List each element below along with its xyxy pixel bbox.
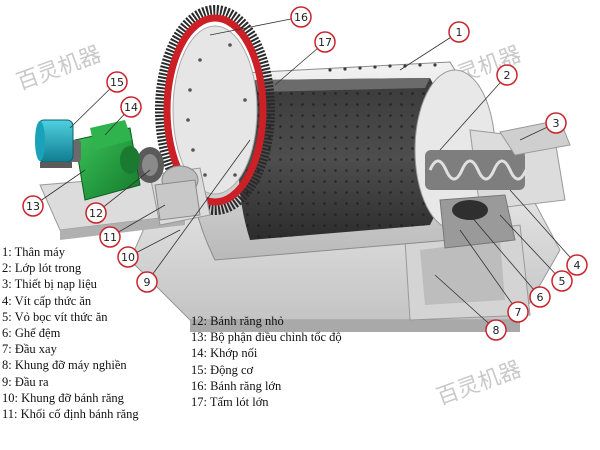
large-gear xyxy=(155,5,275,215)
pinion-assembly xyxy=(136,147,201,221)
legend-item: 8: Khung đỡ máy nghiền xyxy=(2,358,127,373)
gearbox xyxy=(74,120,141,201)
callout-number: 7 xyxy=(515,306,522,319)
legend-item: 15: Động cơ xyxy=(191,362,254,377)
callout-15: 15 xyxy=(106,71,128,93)
bearing-seat xyxy=(439,194,516,249)
callout-17: 17 xyxy=(314,31,336,53)
legend-item: 9: Đầu ra xyxy=(2,374,49,389)
callout-number: 4 xyxy=(574,259,581,272)
callout-10: 10 xyxy=(117,246,139,268)
legend-item: 5: Vỏ bọc vít thức ăn xyxy=(2,309,108,324)
callout-4: 4 xyxy=(566,254,588,276)
callout-number: 3 xyxy=(553,117,560,130)
callout-number: 1 xyxy=(456,26,463,39)
callout-number: 17 xyxy=(318,36,332,49)
legend-item: 7: Đầu xay xyxy=(2,342,57,357)
svg-text:百灵机器: 百灵机器 xyxy=(434,357,525,411)
motor xyxy=(35,119,74,168)
callout-number: 8 xyxy=(493,324,500,337)
callout-number: 6 xyxy=(537,291,544,304)
callout-number: 15 xyxy=(110,76,124,89)
legend-left: 1: Thân máy 2: Lớp lót trong 3: Thiết bị… xyxy=(2,244,139,422)
callout-number: 10 xyxy=(121,251,135,264)
callout-number: 2 xyxy=(504,69,511,82)
callout-8: 8 xyxy=(485,319,507,341)
callout-number: 5 xyxy=(559,275,566,288)
callout-14: 14 xyxy=(120,96,142,118)
callout-number: 14 xyxy=(124,101,138,114)
callout-9: 9 xyxy=(136,271,158,293)
callout-16: 16 xyxy=(290,6,312,28)
callout-12: 12 xyxy=(85,202,107,224)
legend-item: 11: Khối cố định bánh răng xyxy=(2,406,139,421)
legend-item: 16: Bánh răng lớn xyxy=(191,378,282,393)
legend-item: 17: Tấm lót lớn xyxy=(191,394,269,409)
callout-2: 2 xyxy=(496,64,518,86)
legend-right: 12: Bánh răng nhỏ 13: Bộ phận điều chỉnh… xyxy=(191,313,342,410)
legend-item: 4: Vít cấp thức ăn xyxy=(2,293,92,308)
legend-item: 6: Ghế đệm xyxy=(2,325,61,340)
callout-1: 1 xyxy=(448,21,470,43)
callout-11: 11 xyxy=(99,226,121,248)
callout-number: 9 xyxy=(144,276,151,289)
legend-item: 13: Bộ phận điều chỉnh tốc độ xyxy=(191,330,342,345)
callout-13: 13 xyxy=(22,195,44,217)
legend-item: 1: Thân máy xyxy=(2,245,65,259)
callout-7: 7 xyxy=(507,301,529,323)
legend-item: 10: Khung đỡ bánh răng xyxy=(2,390,124,405)
legend-item: 2: Lớp lót trong xyxy=(2,261,82,276)
callout-number: 12 xyxy=(89,207,103,220)
svg-text:百灵机器: 百灵机器 xyxy=(14,42,105,96)
callout-6: 6 xyxy=(529,286,551,308)
leader-lines xyxy=(32,16,578,331)
legend-item: 14: Khớp nối xyxy=(191,346,258,361)
callout-number: 16 xyxy=(294,11,308,24)
legend-item: 12: Bánh răng nhỏ xyxy=(191,314,284,328)
callout-5: 5 xyxy=(551,270,573,292)
mill-interior-liner xyxy=(238,78,450,240)
callout-3: 3 xyxy=(545,112,567,134)
callout-number: 11 xyxy=(103,231,117,244)
callout-number: 13 xyxy=(26,200,40,213)
legend-item: 3: Thiết bị nạp liệu xyxy=(2,277,97,292)
